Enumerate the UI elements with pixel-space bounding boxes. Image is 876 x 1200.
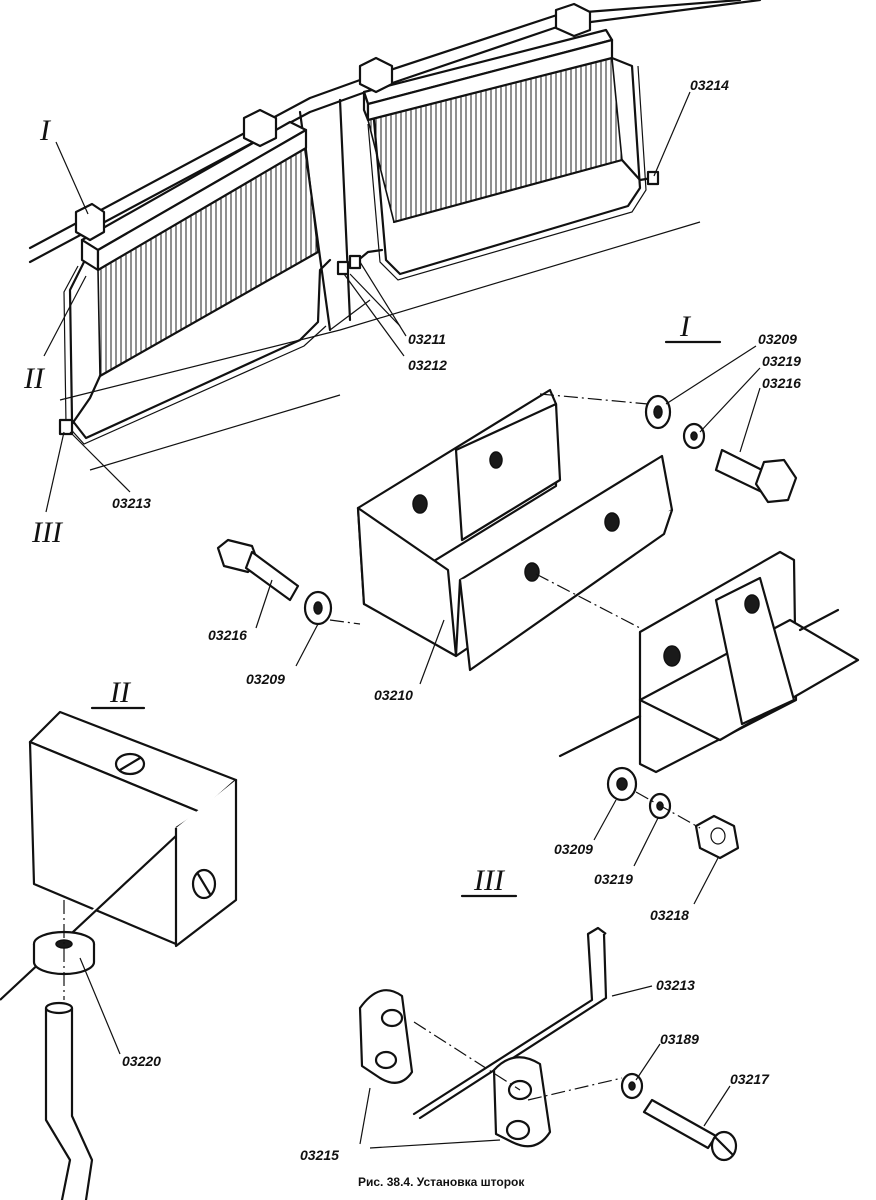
label-03218: 03218 <box>650 907 689 923</box>
hinge-fasteners <box>620 1072 738 1162</box>
label-03189: 03189 <box>660 1031 699 1047</box>
left-upper-clip <box>336 260 350 276</box>
detail-title-III: III <box>473 864 506 897</box>
rubber-buffer <box>32 930 96 976</box>
left-sun-shade <box>58 108 350 445</box>
figure-caption: Рис. 38.4. Установка шторок <box>358 1175 525 1189</box>
bent-rod <box>412 926 608 1120</box>
label-03213-top: 03213 <box>112 495 151 511</box>
hinge-plate-right <box>492 1056 552 1148</box>
detail-title-II: II <box>109 676 132 709</box>
right-clip <box>646 170 660 186</box>
angle-bracket <box>558 550 860 774</box>
label-03219-a: 03219 <box>762 353 801 369</box>
label-03209-b: 03209 <box>246 671 285 687</box>
right-lower-clip <box>348 254 362 270</box>
support-rod <box>44 1001 94 1200</box>
upper-fasteners <box>644 394 798 504</box>
label-03219-b: 03219 <box>594 871 633 887</box>
label-03209-c: 03209 <box>554 841 593 857</box>
label-03213-bottom: 03213 <box>656 977 695 993</box>
left-fasteners <box>216 538 333 626</box>
detail-view-I: I <box>208 310 860 923</box>
view-marker-III: III <box>31 516 64 549</box>
view-marker-II: II <box>23 362 46 395</box>
label-03210: 03210 <box>374 687 413 703</box>
label-03215: 03215 <box>300 1147 339 1163</box>
detail-view-III: III 03213 <box>300 864 770 1163</box>
label-03216-a: 03216 <box>762 375 801 391</box>
label-03220: 03220 <box>122 1053 161 1069</box>
u-channel-bracket <box>356 388 674 672</box>
hinge-plate-left <box>358 989 414 1084</box>
detail-view-II: II 03220 <box>0 676 238 1200</box>
view-marker-I: I <box>39 114 52 147</box>
label-03214: 03214 <box>690 77 729 93</box>
label-03212: 03212 <box>408 357 447 373</box>
detail-title-I: I <box>679 310 692 343</box>
label-03209-a: 03209 <box>758 331 797 347</box>
label-03217: 03217 <box>730 1071 770 1087</box>
cab-overview: I II III 03214 03211 03212 03213 <box>23 0 762 549</box>
label-03211: 03211 <box>408 331 446 347</box>
label-03216-b: 03216 <box>208 627 247 643</box>
left-lower-clip <box>58 418 74 436</box>
right-sun-shade <box>348 2 660 281</box>
